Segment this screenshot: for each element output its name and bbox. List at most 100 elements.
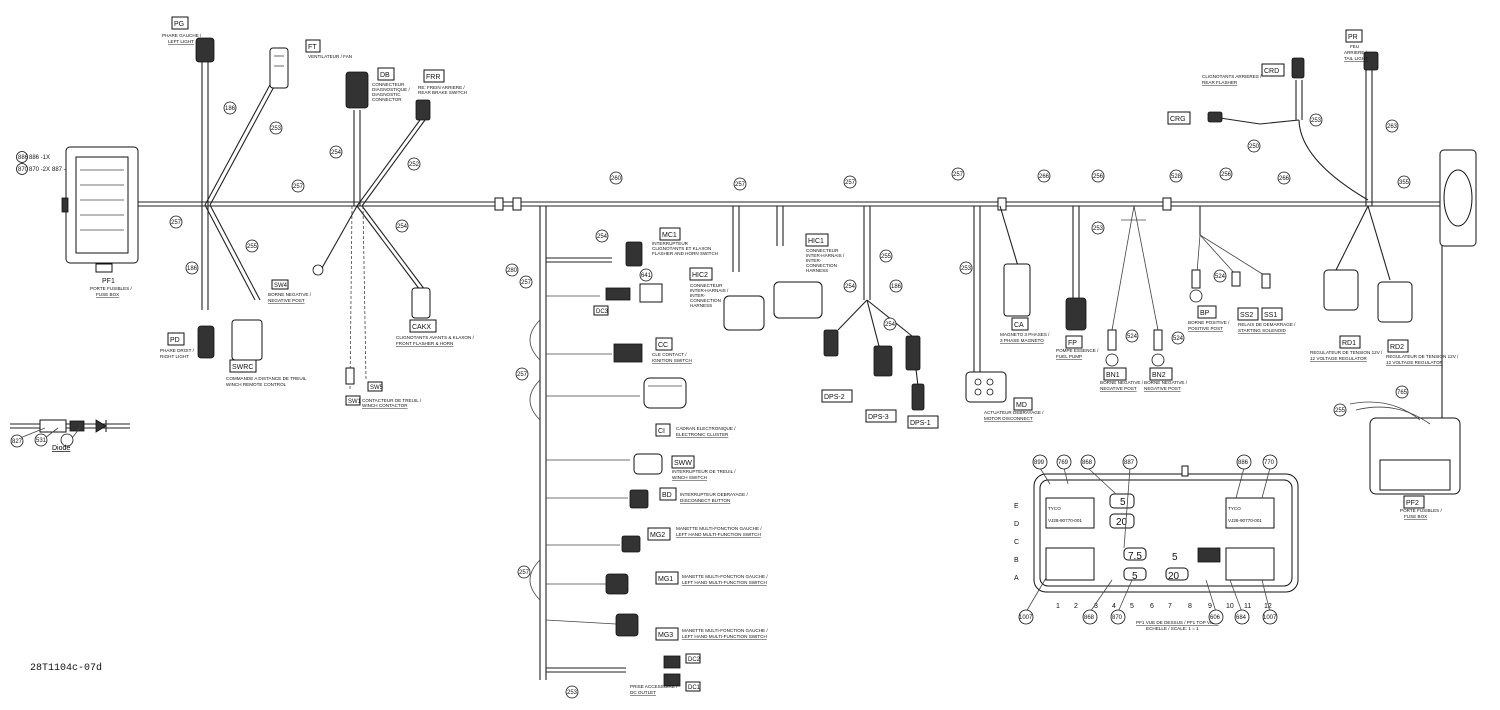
wire-refs: 186 253 257 257 254 252 186 255 254 260 … xyxy=(169,101,1411,699)
svg-text:RIGHT LIGHT: RIGHT LIGHT xyxy=(160,354,189,359)
svg-text:886: 886 xyxy=(1238,460,1249,466)
svg-text:5: 5 xyxy=(1120,497,1126,508)
svg-text:1007: 1007 xyxy=(1263,615,1277,621)
connector-ft: FT VENTILATEUR / FAN xyxy=(269,39,352,89)
svg-text:3: 3 xyxy=(1094,603,1098,610)
svg-text:253: 253 xyxy=(271,126,282,132)
svg-text:355: 355 xyxy=(1399,180,1410,186)
svg-text:252: 252 xyxy=(409,162,420,168)
svg-text:257: 257 xyxy=(845,180,856,186)
svg-text:B: B xyxy=(1014,557,1019,564)
center-bus xyxy=(529,206,640,680)
svg-text:524: 524 xyxy=(1173,336,1184,342)
svg-text:FLASHER AND HORN SWITCH: FLASHER AND HORN SWITCH xyxy=(652,251,718,256)
svg-text:DIAGNOSTIQUE /: DIAGNOSTIQUE / xyxy=(372,87,410,92)
svg-text:BN2: BN2 xyxy=(1152,372,1166,379)
svg-text:LEFT HAND MULTI-FUNCTION SWITC: LEFT HAND MULTI-FUNCTION SWITCH xyxy=(676,532,761,537)
svg-text:INTER-HARNAIS /: INTER-HARNAIS / xyxy=(806,253,845,258)
svg-text:5: 5 xyxy=(1172,552,1178,563)
svg-text:SWRC: SWRC xyxy=(232,364,253,371)
svg-text:641: 641 xyxy=(641,273,652,279)
svg-text:DC2: DC2 xyxy=(688,657,701,663)
svg-text:186: 186 xyxy=(225,106,236,112)
svg-text:BORNE NEGATIVE /: BORNE NEGATIVE / xyxy=(1100,380,1144,385)
svg-text:RD2: RD2 xyxy=(1390,344,1404,351)
svg-text:266: 266 xyxy=(1039,174,1050,180)
svg-text:253: 253 xyxy=(1093,226,1104,232)
svg-text:CA: CA xyxy=(1014,322,1024,329)
svg-text:REAR BRAKE SWITCH: REAR BRAKE SWITCH xyxy=(418,90,467,95)
svg-text:870: 870 xyxy=(18,167,29,173)
diode-legend: 827 531 Diode xyxy=(10,419,130,452)
svg-text:255: 255 xyxy=(1335,408,1346,414)
connector-rd: RD1 REGULATEUR DE TENSION 12V / 12 VOLTA… xyxy=(1310,269,1459,365)
svg-text:MANETTE MULTI-FONCTION GAUCHE: MANETTE MULTI-FONCTION GAUCHE / xyxy=(682,574,768,579)
svg-text:186: 186 xyxy=(187,266,198,272)
svg-text:CLIGNOTANTS ARRIERES /: CLIGNOTANTS ARRIERES / xyxy=(1202,74,1262,79)
svg-text:PR: PR xyxy=(1348,34,1358,41)
svg-text:RELAIS DE DEMARRAGE /: RELAIS DE DEMARRAGE / xyxy=(1238,322,1296,327)
svg-text:HIC1: HIC1 xyxy=(808,238,824,245)
svg-text:12 VOLTAGE REGULATOR: 12 VOLTAGE REGULATOR xyxy=(1386,360,1444,365)
svg-text:CONNECTEUR: CONNECTEUR xyxy=(372,82,405,87)
svg-text:524: 524 xyxy=(1215,274,1226,280)
svg-text:7: 7 xyxy=(1168,603,1172,610)
pf1-top-view: 5 20 7.5 5 20 5 TYCO VJ28-90770-001 TYCO… xyxy=(1014,465,1299,631)
svg-text:PRISE ACCESSOIRE /: PRISE ACCESSOIRE / xyxy=(630,684,678,689)
svg-text:REAR FLASHER: REAR FLASHER xyxy=(1202,80,1238,85)
svg-text:PF2: PF2 xyxy=(1406,500,1419,507)
connector-bd: BD INTERRUPTEUR DEBRAYAGE / DISCONNECT B… xyxy=(629,487,748,509)
svg-text:D: D xyxy=(1014,521,1019,528)
svg-text:8: 8 xyxy=(1188,603,1192,610)
svg-text:899: 899 xyxy=(1034,460,1045,466)
svg-text:257: 257 xyxy=(735,182,746,188)
svg-text:HARNESS: HARNESS xyxy=(690,303,712,308)
svg-text:CRG: CRG xyxy=(1170,116,1186,123)
connector-dc3: DC3 xyxy=(593,283,663,316)
svg-text:DIAGNOSTIC: DIAGNOSTIC xyxy=(372,92,401,97)
svg-text:868: 868 xyxy=(1084,615,1095,621)
svg-text:DC1: DC1 xyxy=(688,685,701,691)
svg-text:SWW: SWW xyxy=(674,460,692,467)
fuse-box-pf1: PF1 PORTE FUSIBLES / FUSE BOX xyxy=(61,146,139,297)
svg-text:CONNECTION: CONNECTION xyxy=(806,263,837,268)
svg-text:TYCO: TYCO xyxy=(1048,506,1061,511)
svg-text:FUSE BOX: FUSE BOX xyxy=(96,292,119,297)
svg-text:PG: PG xyxy=(174,21,184,28)
svg-text:10: 10 xyxy=(1226,603,1234,610)
svg-text:253: 253 xyxy=(567,690,578,696)
svg-text:SS1: SS1 xyxy=(1264,312,1277,319)
svg-text:ECHELLE / SCALE: 1 = 1: ECHELLE / SCALE: 1 = 1 xyxy=(1146,626,1199,631)
svg-text:INTERRUPTEUR DE TREUIL /: INTERRUPTEUR DE TREUIL / xyxy=(672,469,736,474)
drawing-number: 28T1104c-07d xyxy=(30,662,102,674)
svg-text:1007: 1007 xyxy=(1019,615,1033,621)
connector-mg2: MG2 MANETTE MULTI-FONCTION GAUCHE / LEFT… xyxy=(621,526,762,553)
connector-rear-lights: CRD CLIGNOTANTS ARRIERES / REAR FLASHER … xyxy=(1167,29,1379,125)
connector-sww: SWW INTERRUPTEUR DE TREUIL / WINCH SWITC… xyxy=(633,453,736,480)
svg-text:INTER-HARNAIS /: INTER-HARNAIS / xyxy=(690,288,729,293)
svg-text:257: 257 xyxy=(953,172,964,178)
svg-text:INTERRUPTEUR: INTERRUPTEUR xyxy=(652,241,689,246)
svg-text:CRD: CRD xyxy=(1264,68,1279,75)
svg-text:257: 257 xyxy=(519,570,530,576)
svg-text:254: 254 xyxy=(597,234,608,240)
svg-text:POMPE ESSENCE /: POMPE ESSENCE / xyxy=(1056,348,1099,353)
svg-text:INTERRUPTEUR DEBRAYAGE /: INTERRUPTEUR DEBRAYAGE / xyxy=(680,492,748,497)
svg-text:255: 255 xyxy=(247,244,258,250)
connector-fp: FP POMPE ESSENCE / FUEL PUMP xyxy=(1056,297,1099,359)
svg-text:SS2: SS2 xyxy=(1240,312,1253,319)
svg-text:256: 256 xyxy=(1221,172,1232,178)
diode-title: Diode xyxy=(52,445,70,452)
splice-legend: 886 886 -1X 870 870 -2X 887 -2X xyxy=(16,151,73,175)
svg-text:ELECTRONIC CLUSTER: ELECTRONIC CLUSTER xyxy=(676,432,729,437)
svg-text:HARNESS: HARNESS xyxy=(806,268,828,273)
svg-text:BP: BP xyxy=(1200,310,1210,317)
svg-text:CLIGNOTANTS AVANTS & KLAXON /: CLIGNOTANTS AVANTS & KLAXON / xyxy=(396,335,475,340)
svg-text:CONNECTEUR: CONNECTEUR xyxy=(690,283,723,288)
svg-text:254: 254 xyxy=(885,322,896,328)
svg-text:LEFT HAND MULTI-FUNCTION SWITC: LEFT HAND MULTI-FUNCTION SWITCH xyxy=(682,580,767,585)
svg-text:254: 254 xyxy=(397,224,408,230)
svg-text:REGULATEUR DE TENSION 12V /: REGULATEUR DE TENSION 12V / xyxy=(1310,350,1383,355)
svg-text:254: 254 xyxy=(845,284,856,290)
svg-text:SW4: SW4 xyxy=(274,283,288,289)
